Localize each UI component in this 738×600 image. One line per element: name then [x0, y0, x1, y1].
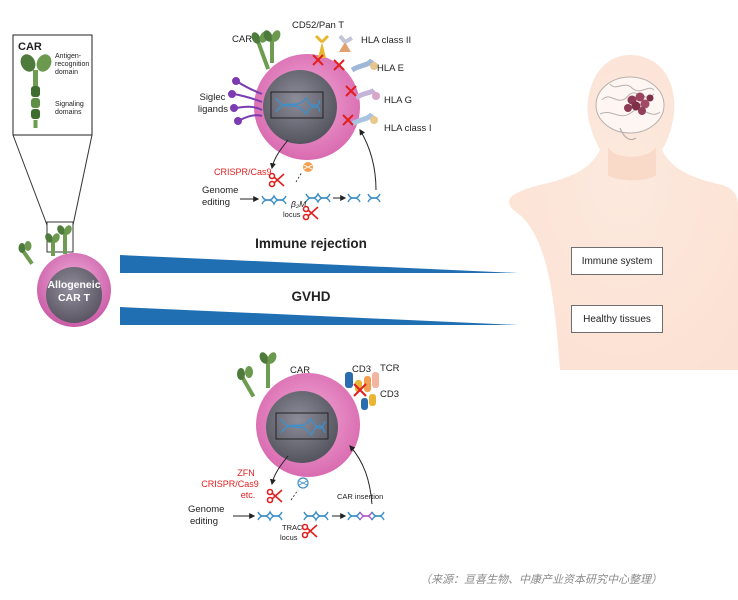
top-dna-strand-1: [261, 194, 287, 206]
antigen-domain-icon: [20, 54, 52, 86]
cd52-label: CD52/Pan T: [292, 20, 344, 31]
hla-class-i-label: HLA class I: [384, 123, 432, 134]
immune-system-box: Immune system: [571, 247, 663, 275]
hla-g-label: HLA G: [384, 95, 412, 106]
top-scissors-2-icon: [302, 205, 319, 221]
car-insertion-label: CAR insertion: [337, 492, 383, 501]
tcr-knockout-x: [353, 383, 367, 397]
bottom-scissors-2-icon: [301, 523, 318, 539]
top-dna-strand-2: [305, 192, 331, 204]
bottom-genome-editing-label: Genome editing: [188, 504, 227, 527]
top-crispr-label: CRISPR/Cas9: [214, 167, 272, 177]
legend-antigen-label: Antigen- recognition domain: [55, 53, 91, 76]
gvhd-label: GVHD: [291, 289, 330, 304]
trac-label: TRAC: [282, 523, 303, 532]
top-genome-editing-label: Genome editing: [202, 185, 241, 208]
bottom-cell-to-edit-arrow: [270, 455, 289, 486]
top-edited-cell: [254, 54, 360, 160]
top-excised-fragment-icon: [303, 162, 313, 172]
bottom-edited-cell: [256, 373, 360, 477]
siglec-ligand-icon: [228, 77, 263, 125]
zoom-line-right: [72, 134, 93, 226]
knockout-x-marks: [312, 54, 357, 126]
cd52-receptor-icon: [314, 34, 330, 58]
bottom-dna-strand-2: [303, 510, 329, 522]
legend-signaling-label: Signaling domains: [55, 101, 86, 116]
top-dna-strand-3: [347, 193, 381, 203]
zoom-line-left: [12, 134, 48, 226]
top-dna-helix-icon: [275, 96, 321, 116]
top-car-label: CAR: [232, 34, 252, 45]
gvhd-wedge: [120, 307, 518, 325]
human-body-silhouette: [508, 55, 738, 370]
cell-label-line2: CAR T: [58, 292, 91, 304]
hla-class-ii-icon: [338, 34, 353, 52]
legend-title: CAR: [18, 41, 42, 53]
bottom-car-receptor-icon: [237, 352, 277, 398]
tcr-label: TCR: [380, 363, 400, 374]
bottom-scissors-icon: [266, 488, 283, 504]
tcr-complex-icon: [345, 372, 379, 410]
top-cell-to-edit-arrow: [270, 139, 289, 170]
hla-g-icon: [354, 88, 380, 101]
immune-rejection-label: Immune rejection: [255, 236, 367, 251]
source-footnote: （来源：亘喜生物、中康产业资本研究中心整理）: [420, 573, 662, 586]
bottom-crispr-label: CRISPR/Cas9: [201, 479, 259, 489]
hla-e-label: HLA E: [377, 63, 404, 74]
signaling-domain-icon: [31, 86, 40, 128]
bottom-edit-to-cell-arrow: [349, 445, 373, 505]
top-locus-label: locus: [283, 210, 301, 219]
allogeneic-car-t-cell: Allogeneic CAR T: [18, 225, 111, 327]
top-car-receptor-icon: [251, 30, 281, 70]
top-fragment-arrow: [295, 171, 303, 183]
bottom-dna-strand-3: [347, 511, 385, 521]
hla-e-icon: [350, 58, 378, 73]
bottom-dna-helix-icon: [280, 417, 326, 437]
bottom-excised-fragment-icon: [297, 477, 309, 489]
bottom-locus-label: locus: [280, 533, 298, 542]
top-edit-to-cell-arrow: [359, 128, 377, 191]
hla-class-ii-label: HLA class II: [361, 35, 411, 46]
b2m-label: β₂M: [290, 199, 307, 209]
etc-label: etc.: [241, 490, 256, 500]
cd3-top-label: CD3: [352, 364, 371, 375]
bottom-car-label: CAR: [290, 365, 310, 376]
small-car-receptor-icon: [18, 225, 72, 265]
bottom-fragment-arrow: [290, 489, 299, 501]
cd3-bottom-label: CD3: [380, 389, 399, 400]
cell-label-line1: Allogeneic: [47, 279, 100, 291]
car-legend-box: [12, 34, 93, 136]
zfn-label: ZFN: [237, 468, 255, 478]
tumor-cluster-icon: [624, 92, 654, 115]
top-scissors-icon: [268, 172, 285, 188]
siglec-label: Siglec ligands: [198, 92, 228, 115]
hla-class-i-icon: [350, 112, 378, 127]
healthy-tissues-box: Healthy tissues: [571, 305, 663, 333]
immune-rejection-wedge: [120, 255, 518, 273]
bottom-dna-strand-1: [257, 510, 283, 522]
